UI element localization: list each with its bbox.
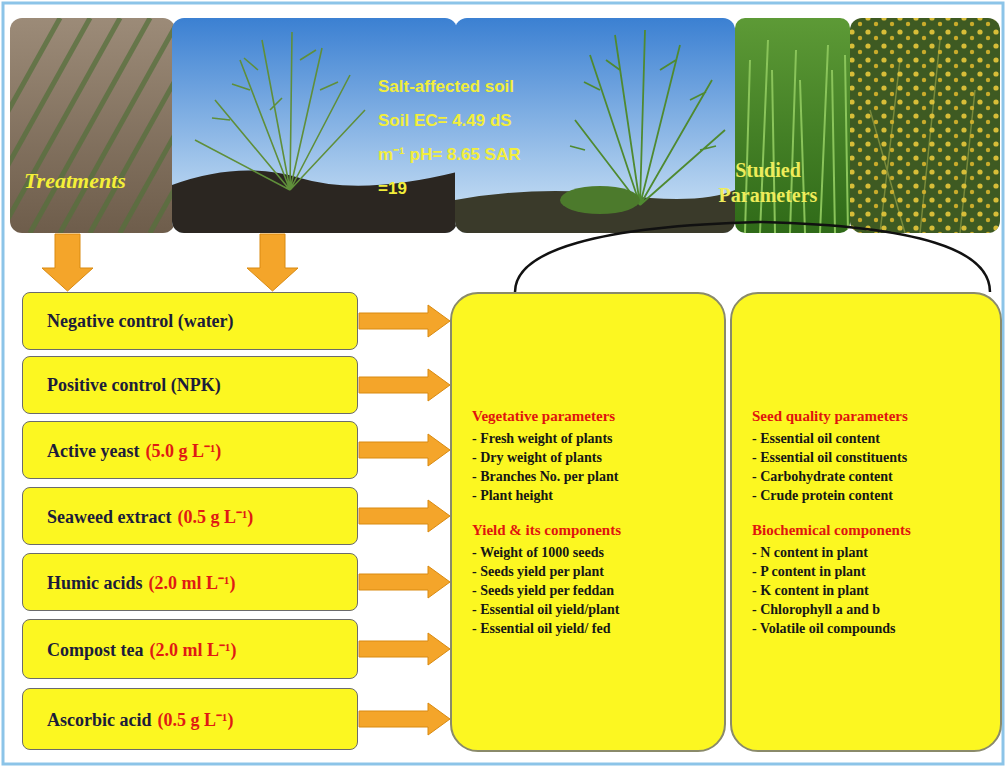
soil-mound xyxy=(172,170,457,233)
treatment-label: Ascorbic acid xyxy=(47,710,151,730)
group-heading: Vegetative parameters xyxy=(472,407,712,426)
treatment-box: Humic acids (2.0 ml L⁻¹) xyxy=(22,553,358,611)
control-box: Negative control (water) xyxy=(22,292,358,350)
fennel-plant xyxy=(195,32,365,190)
block-arrow xyxy=(359,703,450,735)
parameter-item: - Crude protein content xyxy=(752,486,988,505)
parameter-item: - Dry weight of plants xyxy=(472,448,712,467)
treatment-box: Seaweed extract (0.5 g L⁻¹) xyxy=(22,487,358,545)
parameter-item: - Essential oil yield/plant xyxy=(472,600,712,619)
block-arrow xyxy=(359,434,450,466)
parameter-item: - Essential oil constituents xyxy=(752,448,988,467)
parameter-item: - Fresh weight of plants xyxy=(472,429,712,448)
text-group: Negative control (water) xyxy=(47,311,234,332)
crop-rows xyxy=(10,18,175,233)
flower-umbels xyxy=(850,18,1000,233)
group-heading: Biochemical components xyxy=(752,521,988,540)
parameter-item: - Essential oil yield/ fed xyxy=(472,619,712,638)
parameter-item: - K content in plant xyxy=(752,581,988,600)
parameter-item: - Seeds yield per feddan xyxy=(472,581,712,600)
fennel-plant xyxy=(570,30,725,205)
shrub xyxy=(560,186,640,214)
down-arrow xyxy=(42,234,93,291)
parameter-item: - Chlorophyll a and b xyxy=(752,600,988,619)
text-group: Ascorbic acid (0.5 g L⁻¹) xyxy=(47,707,233,731)
treatment-box: Compost tea (2.0 ml L⁻¹) xyxy=(22,619,358,679)
parameter-item: - Volatile oil compounds xyxy=(752,619,988,638)
treatment-label: Negative control (water) xyxy=(47,311,234,331)
parameters-panel: Seed quality parameters - Essential oil c… xyxy=(730,292,1002,752)
section-label: Treatments xyxy=(24,168,174,194)
parameter-item: - Seeds yield per plant xyxy=(472,562,712,581)
dose-label: (0.5 g L⁻¹) xyxy=(157,710,233,730)
parameter-item: - Plant height xyxy=(472,486,712,505)
text-group: Positive control (NPK) xyxy=(47,375,221,396)
control-box: Positive control (NPK) xyxy=(22,356,358,414)
parameter-item: - Essential oil content xyxy=(752,429,988,448)
block-arrow xyxy=(359,305,450,337)
flower-photo xyxy=(850,18,1000,233)
treatment-label: Seaweed extract xyxy=(47,507,171,527)
text-group: Seaweed extract (0.5 g L⁻¹) xyxy=(47,504,253,528)
block-arrow xyxy=(359,500,450,532)
parameter-item: - Carbohydrate content xyxy=(752,467,988,486)
group-heading: Yield & its components xyxy=(472,521,712,540)
text-group: Humic acids (2.0 ml L⁻¹) xyxy=(47,570,235,594)
grouping-bracket xyxy=(515,222,990,292)
parameter-item: - Weight of 1000 seeds xyxy=(472,543,712,562)
text-group: Seed quality parameters - Essential oil c… xyxy=(752,407,988,638)
photo-ground xyxy=(850,18,1000,233)
dose-label: (5.0 g L⁻¹) xyxy=(145,441,221,461)
parameters-panel: Vegetative parameters - Fresh weight of p… xyxy=(450,292,726,752)
dose-label: (2.0 ml L⁻¹) xyxy=(149,573,236,593)
block-arrow xyxy=(359,369,450,401)
parameter-item: - N content in plant xyxy=(752,543,988,562)
text-group: Vegetative parameters - Fresh weight of p… xyxy=(472,407,712,638)
dose-label: (0.5 g L⁻¹) xyxy=(177,507,253,527)
parameter-item: - P content in plant xyxy=(752,562,988,581)
treatment-label: Active yeast xyxy=(47,441,139,461)
parameter-item: - Branches No. per plant xyxy=(472,467,712,486)
treatment-label: Positive control (NPK) xyxy=(47,375,221,395)
block-arrow xyxy=(359,566,450,598)
section-label: Studied Parameters xyxy=(688,158,848,208)
field-photo xyxy=(10,18,175,233)
dose-label: (2.0 ml L⁻¹) xyxy=(150,640,237,660)
site-info-label: Salt-affected soil Soil EC= 4.49 dS m⁻¹ … xyxy=(378,70,538,206)
treatment-label: Humic acids xyxy=(47,573,143,593)
treatment-label: Compost tea xyxy=(47,640,144,660)
group-heading: Seed quality parameters xyxy=(752,407,988,426)
text-group: Active yeast (5.0 g L⁻¹) xyxy=(47,438,221,462)
treatment-box: Ascorbic acid (0.5 g L⁻¹) xyxy=(22,688,358,750)
down-arrow xyxy=(247,234,298,291)
text-group: Compost tea (2.0 ml L⁻¹) xyxy=(47,637,236,661)
treatment-box: Active yeast (5.0 g L⁻¹) xyxy=(22,421,358,479)
block-arrow xyxy=(359,633,450,665)
